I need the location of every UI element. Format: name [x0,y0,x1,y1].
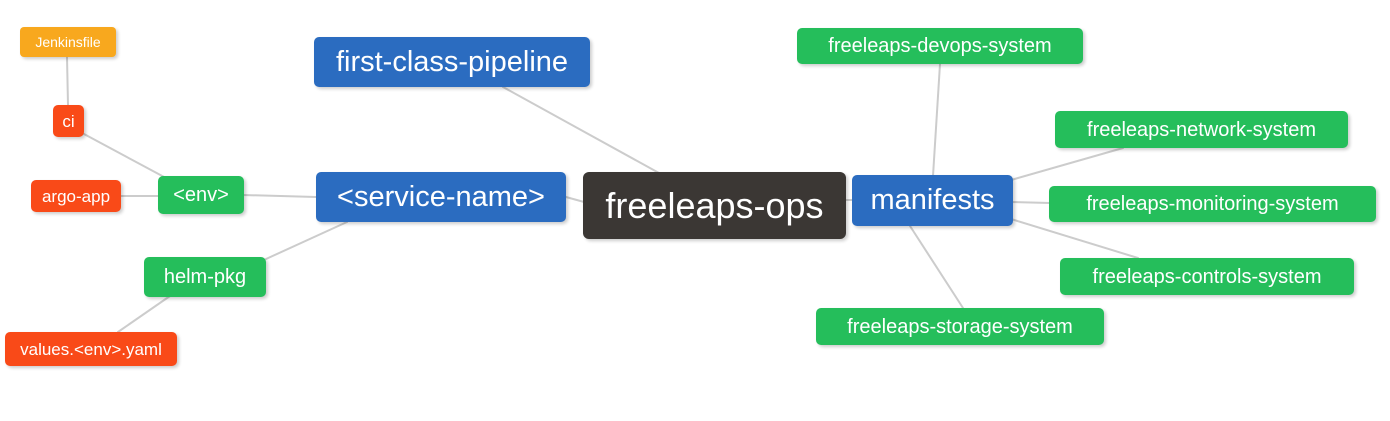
node-ci[interactable]: ci [53,105,84,137]
node-argo-app-label: argo-app [41,186,111,206]
edge-ci-env [83,133,167,179]
node-freeleaps-devops-system-label: freeleaps-devops-system [828,35,1052,57]
edge-helm-pkg-service-name [265,221,348,260]
node-freeleaps-network-system-label: freeleaps-network-system [1087,118,1316,141]
node-manifests-label: manifests [870,184,995,216]
edge-manifests-freeleaps-controls-system [1010,218,1139,259]
node-freeleaps-storage-system[interactable]: freeleaps-storage-system [816,308,1104,345]
node-values-env-yaml-label: values.<env>.yaml [20,339,162,359]
node-freeleaps-network-system[interactable]: freeleaps-network-system [1055,111,1348,148]
edge-manifests-freeleaps-monitoring-system [1010,201,1051,204]
edge-service-name-freeleaps-ops [565,196,585,203]
node-freeleaps-devops-system[interactable]: freeleaps-devops-system [797,28,1083,64]
edge-values-env-yaml-helm-pkg [117,295,171,333]
edge-manifests-freeleaps-storage-system [909,225,964,309]
node-freeleaps-storage-system-label: freeleaps-storage-system [847,315,1073,338]
node-env-label: <env> [173,184,229,206]
node-manifests[interactable]: manifests [852,175,1013,226]
edge-manifests-freeleaps-devops-system [932,63,941,177]
node-jenkinsfile[interactable]: Jenkinsfile [20,27,116,57]
node-helm-pkg[interactable]: helm-pkg [144,257,266,297]
node-jenkinsfile-label: Jenkinsfile [35,34,101,50]
node-freeleaps-monitoring-system-label: freeleaps-monitoring-system [1086,193,1339,215]
node-ci-label: ci [62,111,75,131]
node-values-env-yaml[interactable]: values.<env>.yaml [5,332,177,366]
node-first-class-pipeline-label: first-class-pipeline [335,45,569,78]
edge-first-class-pipeline-freeleaps-ops [502,86,660,174]
edge-env-service-name [242,194,317,198]
node-freeleaps-controls-system-label: freeleaps-controls-system [1092,265,1322,288]
node-freeleaps-ops-label: freeleaps-ops [605,184,824,226]
node-argo-app[interactable]: argo-app [31,180,121,212]
edge-manifests-freeleaps-network-system [1010,147,1124,181]
edge-jenkinsfile-ci [66,56,69,106]
node-env[interactable]: <env> [158,176,244,214]
node-freeleaps-monitoring-system[interactable]: freeleaps-monitoring-system [1049,186,1376,222]
node-first-class-pipeline[interactable]: first-class-pipeline [314,37,590,87]
node-service-name[interactable]: <service-name> [316,172,566,222]
node-helm-pkg-label: helm-pkg [163,266,247,288]
node-freeleaps-controls-system[interactable]: freeleaps-controls-system [1060,258,1354,295]
node-freeleaps-ops-root[interactable]: freeleaps-ops [583,172,846,239]
node-service-name-label: <service-name> [337,180,545,213]
